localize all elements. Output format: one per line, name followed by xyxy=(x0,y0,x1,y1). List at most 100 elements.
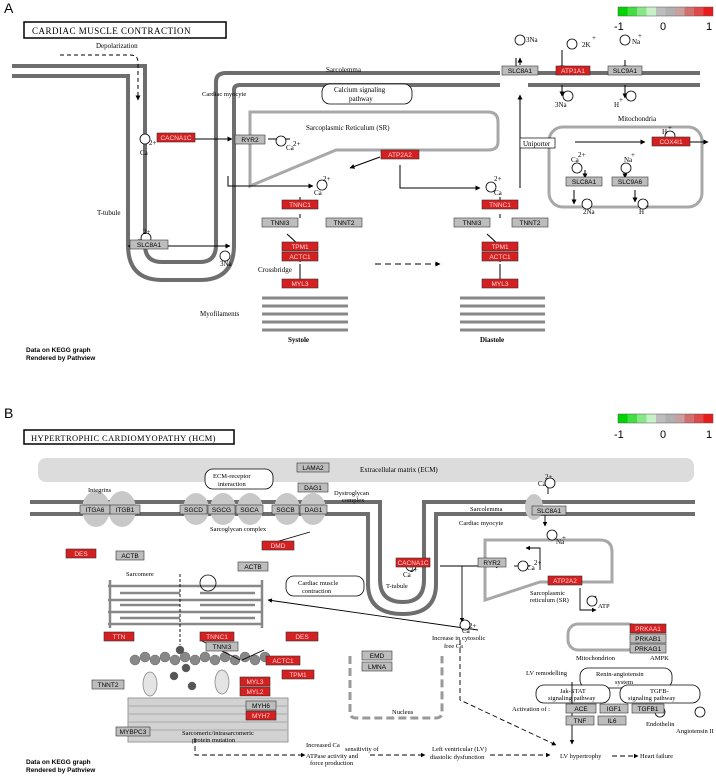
gene-label: SGCB xyxy=(276,507,294,514)
ampk-label: AMPK xyxy=(650,655,669,662)
ras-label-1: Renin-angiotensin xyxy=(596,671,644,678)
cardiac-contraction-label-2: contraction xyxy=(302,588,332,595)
ecm-receptor-label-1: ECM-receptor xyxy=(213,473,251,480)
legend-max: 1 xyxy=(706,21,712,33)
crossbridge-label: Crossbridge xyxy=(258,266,292,274)
gene-cox4i1: COX4I1 xyxy=(651,136,691,147)
ecm-receptor-box xyxy=(204,468,274,490)
gene-label: SGCD xyxy=(184,507,203,514)
gene-tnni3-d: TNNI3 xyxy=(453,217,491,228)
activation-label: Activation of : xyxy=(512,706,550,713)
svg-text:-1: -1 xyxy=(614,429,624,441)
gene-sgcb: SGCB xyxy=(271,504,300,515)
svg-text:Ca: Ca xyxy=(314,189,323,197)
tgfb-label-1: TGFB- xyxy=(650,688,669,695)
panel-b-title: HYPERTROPHIC CARDIOMYOPATHY (HCM) xyxy=(31,433,216,443)
legend-cell xyxy=(703,414,713,423)
svg-text:Ca: Ca xyxy=(571,156,580,164)
svg-text:+: + xyxy=(619,96,623,104)
gene-label: TNNT2 xyxy=(520,220,541,227)
gene-tnnc1: TNNC1 xyxy=(199,631,235,642)
myofilaments-label: Myofilaments xyxy=(200,310,240,318)
gene-label: IGF1 xyxy=(607,706,622,713)
gene-il6: IL6 xyxy=(597,715,627,726)
gene-slc8a1: SLC8A1 xyxy=(531,505,567,516)
gene-cacna1c: CACNA1C xyxy=(395,557,431,568)
svg-text:2+: 2+ xyxy=(323,175,331,183)
gene-label: DMD xyxy=(271,543,286,550)
panel-b-legend: -1 0 1 xyxy=(614,413,714,441)
panel-a-letter: A xyxy=(4,0,14,16)
gene-label: MYL3 xyxy=(292,281,309,288)
gene-label: TNNI3 xyxy=(463,220,482,227)
svg-text:2K: 2K xyxy=(582,41,591,49)
svg-text:+: + xyxy=(631,151,635,159)
gene-label: TPM1 xyxy=(491,244,509,251)
gene-myl3: MYL3 xyxy=(239,676,271,687)
gene-label: ITGA6 xyxy=(86,507,105,514)
gene-des-b: DES xyxy=(285,631,319,642)
gene-atp2a2: ATP2A2 xyxy=(380,149,420,160)
nucleus-label: Nucleus xyxy=(392,709,414,716)
panel-b: B HYPERTROPHIC CARDIOMYOPATHY (HCM) -1 0… xyxy=(4,405,714,774)
gene-label: TTN xyxy=(113,634,126,641)
gene-prkag1: PRKAG1 xyxy=(629,643,667,654)
increase-label-1: Increase in cytosolic xyxy=(432,635,486,642)
cardiac-contraction-box xyxy=(285,575,365,597)
svg-text:2+: 2+ xyxy=(469,622,477,630)
gene-label: MYL3 xyxy=(247,679,264,686)
uniporter-box xyxy=(519,137,556,149)
gene-tpm1: TPM1 xyxy=(281,669,315,680)
svg-text:+: + xyxy=(668,124,672,132)
gene-label: SLC8A1 xyxy=(137,242,162,249)
svg-text:1: 1 xyxy=(706,429,712,441)
gene-myh6: MYH6 xyxy=(245,700,277,711)
gene-emd: EMD xyxy=(361,650,393,661)
gene-slc8a1-top: SLC8A1 xyxy=(501,65,539,76)
svg-text:Ca: Ca xyxy=(286,144,295,152)
gene-label: TNNI3 xyxy=(271,220,290,227)
endothelin-label: Endothelin xyxy=(646,721,675,728)
gene-label: EMD xyxy=(370,653,385,660)
calcium-pathway-label-2: pathway xyxy=(349,95,373,103)
cardiac-myocyte-label-b: Cardiac myocyte xyxy=(459,520,503,527)
gene-itga6: ITGA6 xyxy=(79,504,111,515)
gene-label: SLC8A1 xyxy=(572,179,597,186)
legend-cell xyxy=(646,7,656,16)
svg-text:Na: Na xyxy=(556,538,565,546)
gene-dag1-b: DAG1 xyxy=(299,504,328,515)
svg-text:2Na: 2Na xyxy=(583,208,596,216)
gene-label: ACTB xyxy=(121,553,138,560)
gene-label: ACTB xyxy=(244,564,261,571)
legend-cell xyxy=(665,414,675,423)
gene-label: ATP2A2 xyxy=(388,152,412,159)
gene-label: TPM1 xyxy=(291,244,309,251)
panel-b-letter: B xyxy=(4,405,13,421)
gene-label: RYR2 xyxy=(483,560,501,567)
sr-label-b-1: Sarcoplasmic xyxy=(530,590,565,597)
sarcomere-filaments xyxy=(108,580,264,628)
gene-label: TGFB1 xyxy=(638,706,659,713)
svg-text:Ca: Ca xyxy=(494,189,503,197)
legend-cell xyxy=(646,414,656,423)
gene-itgb1: ITGB1 xyxy=(109,504,141,515)
gene-label: SGCA xyxy=(240,507,259,514)
panel-b-membranes xyxy=(30,500,695,617)
tgfb-label-2: signaling pathway xyxy=(628,695,676,702)
gene-label: ACTC1 xyxy=(272,658,294,665)
mitochondria-box xyxy=(547,125,704,209)
gene-label: MYBPC3 xyxy=(120,729,147,736)
gene-label: DAG1 xyxy=(305,507,323,514)
svg-text:H: H xyxy=(614,101,619,109)
panel-a-ion-circles xyxy=(139,34,676,262)
gene-tnnc1-s: TNNC1 xyxy=(281,199,319,210)
svg-text:3Na: 3Na xyxy=(526,36,539,44)
gene-myh7: MYH7 xyxy=(245,710,277,721)
legend-cell xyxy=(637,414,647,423)
gene-tnnt2: TNNT2 xyxy=(91,679,125,690)
legend-cell xyxy=(656,414,666,423)
svg-text:H: H xyxy=(639,208,644,216)
svg-text:2+: 2+ xyxy=(143,228,151,236)
increased-label-3: ATPase activity and xyxy=(306,753,359,760)
